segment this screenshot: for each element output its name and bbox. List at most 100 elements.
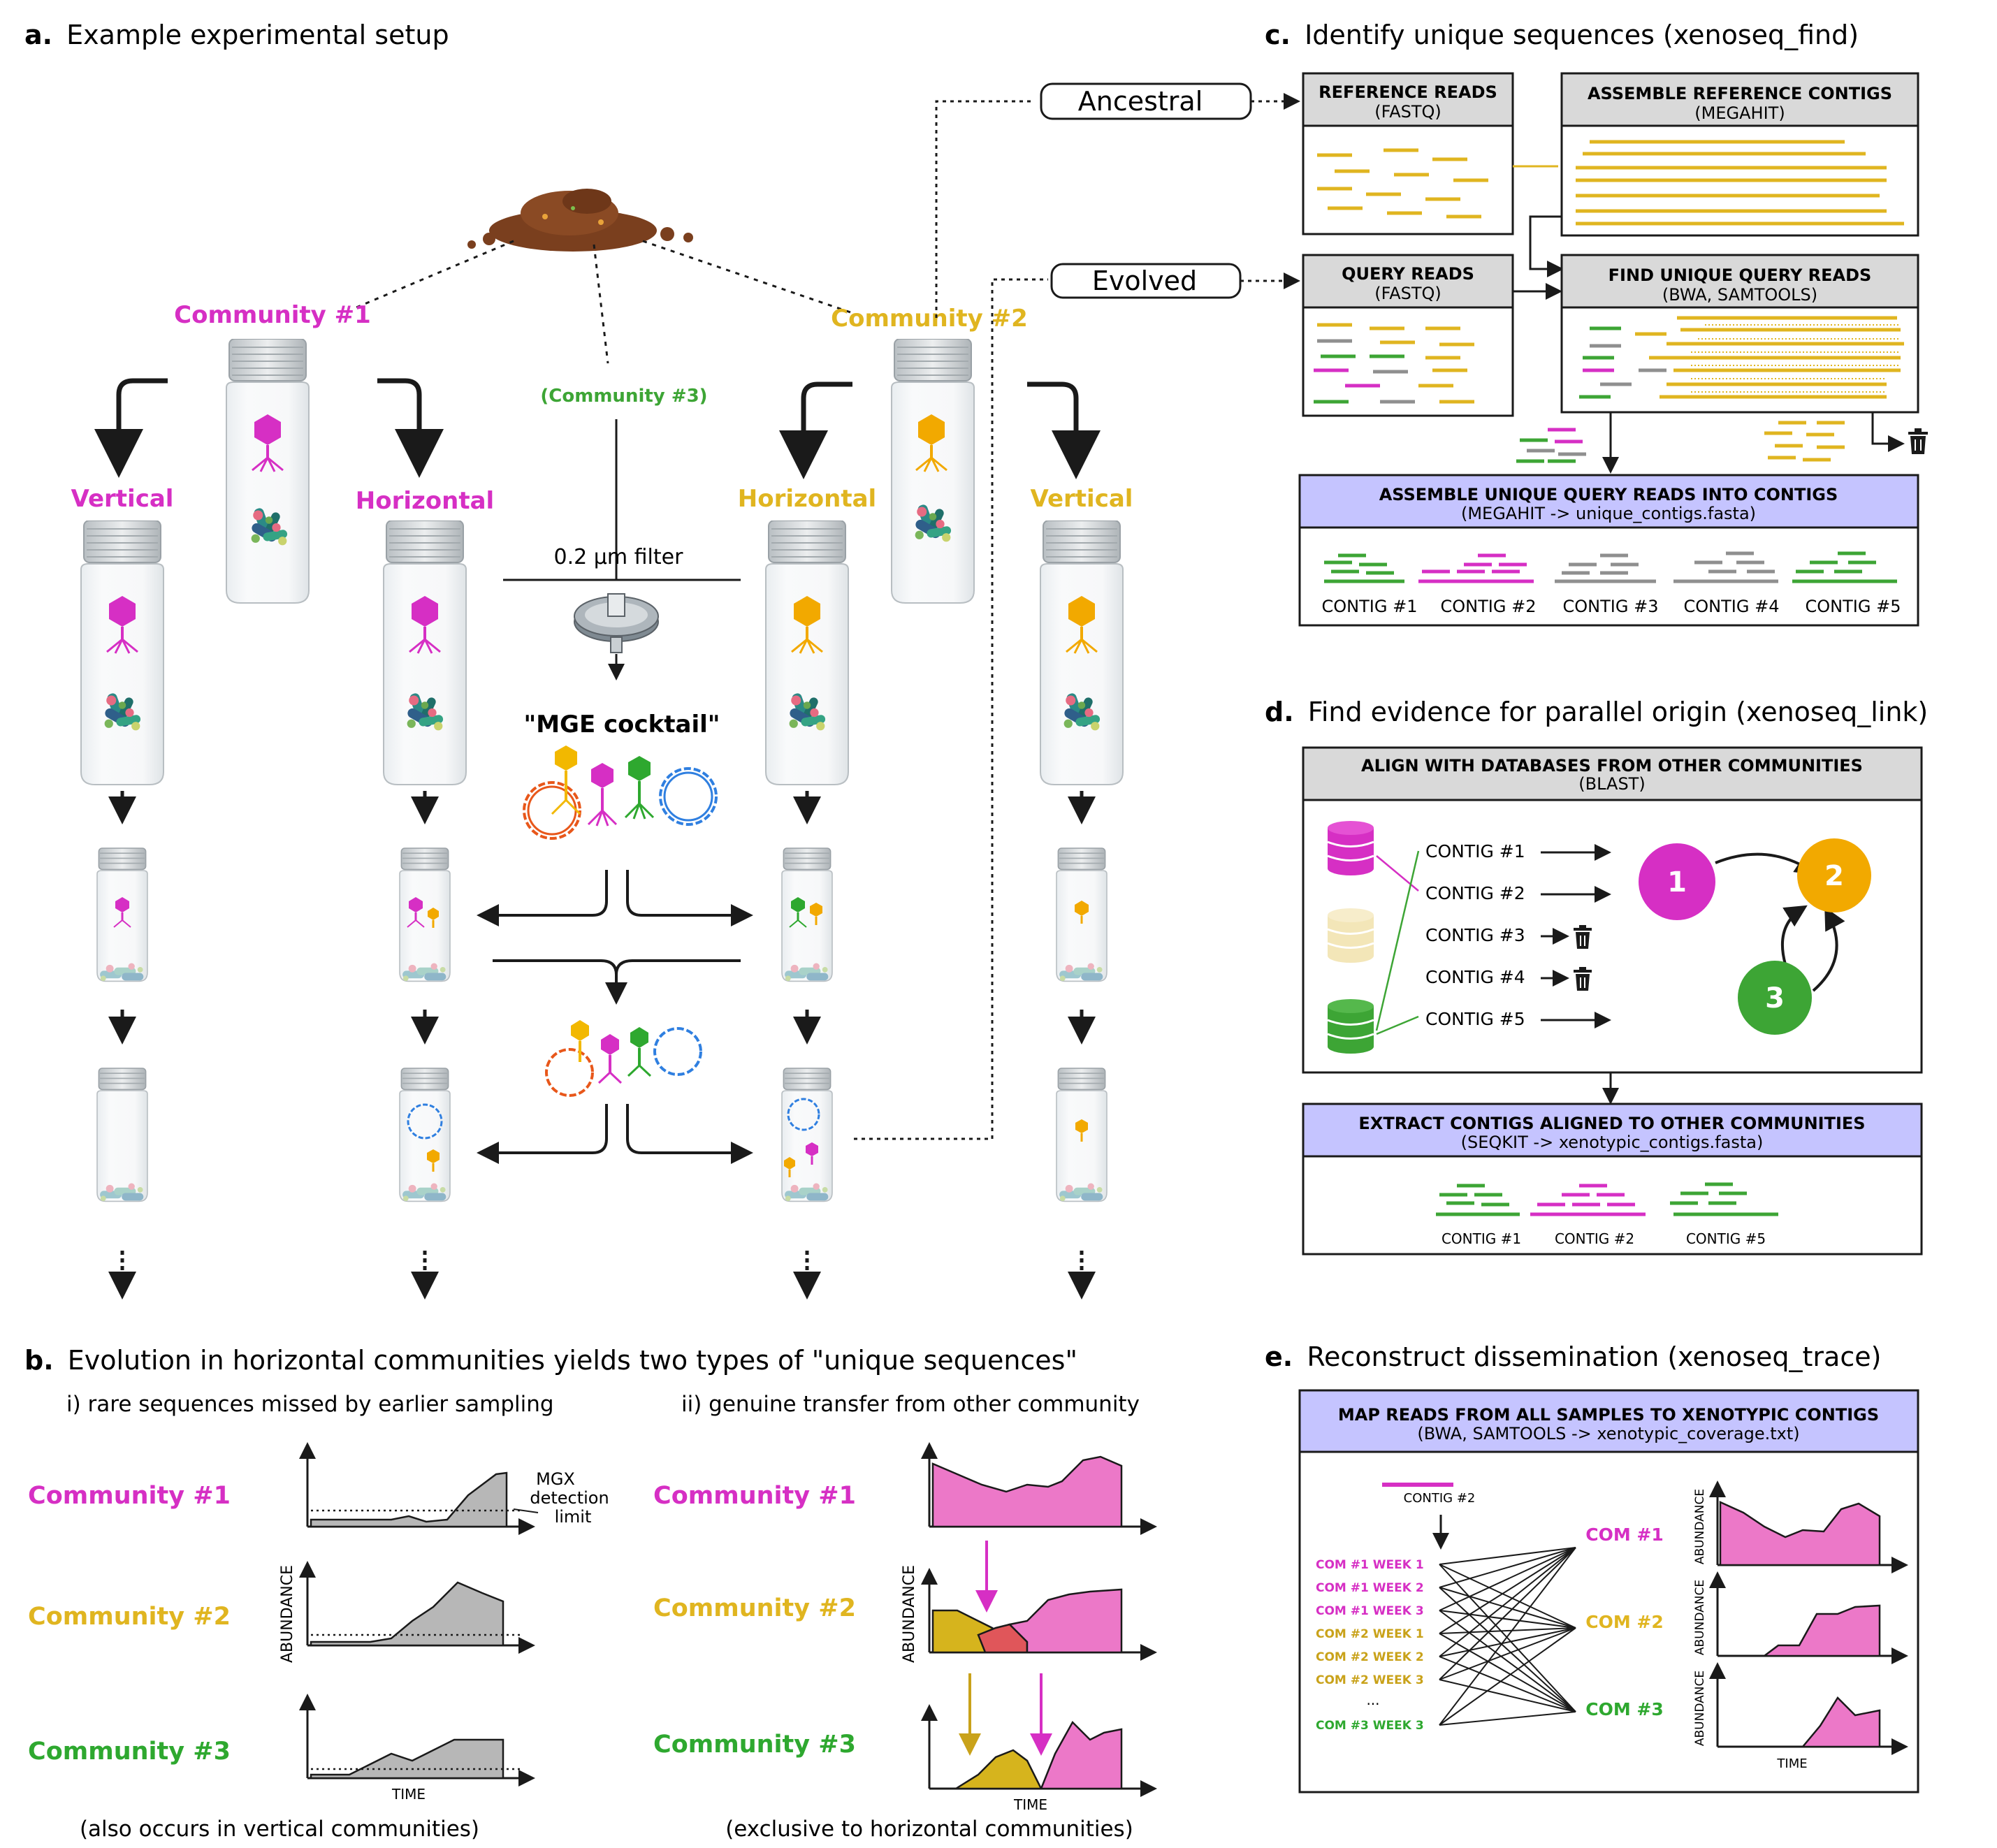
trash-icon: [1574, 967, 1592, 991]
e-chart-1: [1709, 1480, 1908, 1573]
panel-d-title: d. Find evidence for parallel origin (xe…: [1265, 697, 1928, 727]
community-3-label: (Community #3): [540, 386, 707, 407]
assemble-unique-box: ASSEMBLE UNIQUE QUERY READS INTO CONTIGS…: [1298, 474, 1919, 627]
mge-cocktail-label: "MGE cocktail": [523, 711, 720, 739]
svg-text:(BWA, SAMTOOLS): (BWA, SAMTOOLS): [1662, 285, 1817, 305]
svg-text:QUERY READS: QUERY READS: [1342, 264, 1474, 284]
svg-text:MAP READS FROM ALL SAMPLES TO: MAP READS FROM ALL SAMPLES TO XENOTYPIC …: [1338, 1405, 1879, 1425]
mge-cocktail-icon: [523, 745, 718, 840]
e-abundance-2: ABUNDANCE: [1693, 1580, 1707, 1655]
svg-text:CONTIG #5: CONTIG #5: [1806, 597, 1901, 616]
b-row-label-2: Community #2: [28, 1603, 231, 1631]
b-footnote-i: (also occurs in vertical communities): [80, 1817, 479, 1842]
ancestor-vial-2: [891, 339, 975, 604]
find-unique-box: FIND UNIQUE QUERY READS (BWA, SAMTOOLS): [1560, 254, 1919, 414]
b-row-label-1: Community #1: [28, 1482, 231, 1510]
svg-text:(BLAST): (BLAST): [1578, 774, 1645, 794]
d-contig-4: CONTIG #4: [1425, 967, 1525, 987]
panel-b-title: b. Evolution in horizontal communities y…: [24, 1345, 1077, 1376]
svg-text:(SEQKIT -> xenotypic_contigs.f: (SEQKIT -> xenotypic_contigs.fasta): [1461, 1133, 1764, 1152]
svg-text:EXTRACT CONTIGS ALIGNED TO OTH: EXTRACT CONTIGS ALIGNED TO OTHER COMMUNI…: [1358, 1114, 1865, 1133]
discarded-reads: [1764, 421, 1845, 462]
e-sample-3: COM #1 WEEK 3: [1316, 1604, 1424, 1618]
e-sample-5: COM #2 WEEK 2: [1316, 1650, 1424, 1664]
vertical-label-2: Vertical: [1031, 485, 1133, 513]
b-row-label-3: Community #3: [28, 1738, 231, 1766]
panel-e-title: e. Reconstruct dissemination (xenoseq_tr…: [1265, 1341, 1881, 1372]
contig-4: CONTIG #4: [1673, 551, 1780, 616]
filter-icon: [574, 593, 659, 653]
svg-text:CONTIG #3: CONTIG #3: [1563, 597, 1659, 616]
phage-icon: [915, 414, 947, 472]
b-footnote-ii: (exclusive to horizontal communities): [725, 1817, 1133, 1842]
database-icon-3: [1327, 999, 1374, 1054]
horizontal-label-1: Horizontal: [356, 487, 494, 515]
e-chart-2: [1709, 1571, 1908, 1664]
panel-d: d. Find evidence for parallel origin (xe…: [1265, 697, 1928, 1256]
panel-b-subtitle-i: i) rare sequences missed by earlier samp…: [66, 1392, 554, 1417]
d-contig-3: CONTIG #3: [1425, 925, 1525, 945]
d-contig-5: CONTIG #5: [1425, 1009, 1525, 1029]
b-chart-right-3: [921, 1704, 1157, 1797]
e-sample-6: COM #2 WEEK 3: [1316, 1673, 1424, 1687]
e-sample-4: COM #2 WEEK 1: [1316, 1627, 1424, 1641]
b-chart-left-1: [299, 1442, 539, 1535]
mgx-label-1: MGX: [536, 1469, 575, 1489]
vial-row-3: [96, 1068, 1108, 1202]
svg-text:CONTIG #5: CONTIG #5: [1686, 1230, 1766, 1247]
ancestral-label: Ancestral: [1078, 86, 1203, 117]
b-time-left: TIME: [391, 1786, 426, 1803]
transfer-arrows: [108, 791, 1096, 1045]
svg-text:2: 2: [1824, 860, 1844, 892]
vial-row-2: [96, 847, 1108, 982]
e-com-3: COM #3: [1585, 1699, 1664, 1719]
b-chart-right-2: [921, 1568, 1157, 1661]
b-chart-right-1: [921, 1442, 1157, 1535]
svg-text:(FASTQ): (FASTQ): [1374, 102, 1442, 122]
community-2-label: Community #2: [831, 305, 1028, 333]
e-com-1: COM #1: [1585, 1525, 1664, 1545]
e-abundance-3: ABUNDANCE: [1693, 1671, 1707, 1746]
mgx-label-3: limit: [555, 1507, 592, 1527]
svg-text:1: 1: [1667, 866, 1687, 898]
svg-text:CONTIG #1: CONTIG #1: [1322, 597, 1418, 616]
svg-text:ASSEMBLE UNIQUE QUERY READS IN: ASSEMBLE UNIQUE QUERY READS INTO CONTIGS: [1379, 485, 1838, 504]
d-contig-2: CONTIG #2: [1425, 883, 1525, 903]
community-1-label: Community #1: [174, 301, 371, 329]
svg-text:FIND UNIQUE QUERY READS: FIND UNIQUE QUERY READS: [1609, 265, 1872, 285]
e-abundance-1: ABUNDANCE: [1693, 1489, 1707, 1564]
extracted-contig-2: CONTIG #2: [1530, 1184, 1646, 1247]
d-contig-arrows: [1541, 844, 1611, 1028]
database-icon-2: [1327, 908, 1374, 963]
svg-text:(BWA, SAMTOOLS -> xenotypic_co: (BWA, SAMTOOLS -> xenotypic_coverage.txt…: [1417, 1424, 1799, 1443]
assemble-reference-box: ASSEMBLE REFERENCE CONTIGS (MEGAHIT): [1560, 72, 1919, 237]
extract-box: EXTRACT CONTIGS ALIGNED TO OTHER COMMUNI…: [1302, 1103, 1923, 1256]
svg-text:CONTIG #2: CONTIG #2: [1555, 1230, 1634, 1247]
trash-icon: [1908, 428, 1928, 454]
panel-a: a. Example experimental setup Community …: [24, 20, 1300, 1300]
e-com-2: COM #2: [1585, 1612, 1664, 1632]
b-chart-left-2: [299, 1561, 535, 1654]
b-row-label-6: Community #3: [653, 1731, 856, 1759]
vial-column-vertical-1: [80, 521, 164, 785]
svg-text:ASSEMBLE REFERENCE CONTIGS: ASSEMBLE REFERENCE CONTIGS: [1588, 84, 1892, 103]
b-row-label-5: Community #2: [653, 1594, 856, 1622]
panel-a-title: a. Example experimental setup: [24, 20, 449, 50]
svg-text:(MEGAHIT): (MEGAHIT): [1694, 103, 1785, 123]
b-row-label-4: Community #1: [653, 1482, 856, 1510]
vial-column-horizontal-1: [383, 521, 467, 785]
e-chart-3: [1709, 1662, 1908, 1755]
phage-icon: [252, 414, 284, 472]
panel-c-title: c. Identify unique sequences (xenoseq_fi…: [1265, 20, 1859, 50]
e-sample-8: COM #3 WEEK 3: [1316, 1719, 1424, 1733]
community-node-1: 1: [1639, 843, 1715, 920]
align-box: ALIGN WITH DATABASES FROM OTHER COMMUNIT…: [1302, 746, 1923, 1074]
panel-b-subtitle-ii: ii) genuine transfer from other communit…: [681, 1392, 1140, 1417]
svg-text:CONTIG #4: CONTIG #4: [1684, 597, 1780, 616]
e-mapping-lines: [1439, 1547, 1576, 1726]
b-chart-left-3: [299, 1694, 535, 1787]
mge-cocktail-icon-2: [545, 1020, 702, 1097]
b-abundance-right: ABUNDANCE: [901, 1565, 918, 1663]
svg-text:CONTIG #1: CONTIG #1: [1442, 1230, 1521, 1247]
